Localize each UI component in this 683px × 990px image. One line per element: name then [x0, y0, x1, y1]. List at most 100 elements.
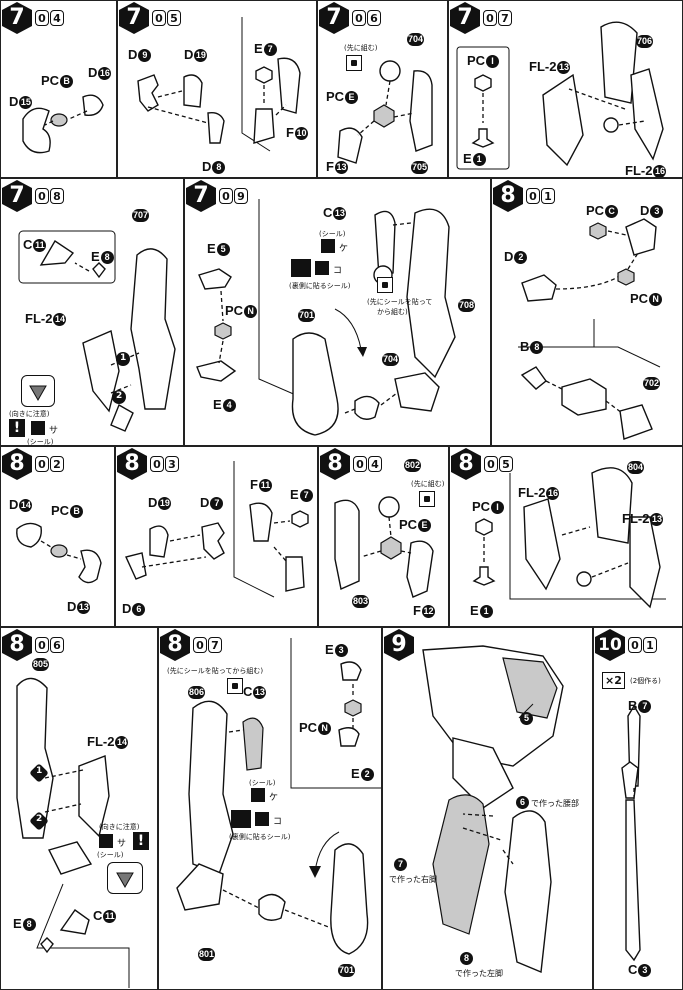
label-ref-806: 806	[188, 686, 206, 700]
sub-digit: 0	[193, 637, 207, 653]
sticker-icon	[255, 812, 269, 826]
step-main-number: 7	[126, 5, 142, 30]
step-number-hexagon: 8	[159, 628, 191, 662]
label-ref-804: 804	[627, 461, 645, 475]
label-ref-704: 704	[407, 33, 425, 47]
direction-hint-box	[107, 862, 143, 894]
caution-icon: !	[133, 832, 149, 850]
hexagon-icon	[493, 180, 523, 212]
arrow-step-2: 2	[116, 391, 123, 401]
sub-digit: 3	[165, 456, 179, 472]
step-number-hexagon: 7	[118, 1, 150, 35]
label-ref-704: 704	[382, 353, 400, 367]
hexagon-icon	[451, 448, 481, 480]
sticker-back-icon	[231, 810, 251, 828]
sub-digit: 0	[352, 10, 366, 26]
sub-digit: 0	[219, 188, 233, 204]
sub-digit: 2	[50, 456, 64, 472]
order-first-icon	[377, 277, 393, 293]
sticker-icon	[99, 834, 113, 848]
step-number-hexagon: 8	[492, 179, 524, 213]
label-ref-801: 801	[198, 948, 216, 962]
assembly-illustration	[16, 677, 130, 988]
step-main-number: 7	[9, 5, 25, 30]
sub-digit: 9	[234, 188, 248, 204]
left-leg-text: で作った左脚	[455, 969, 503, 978]
step-number-hexagon: 10	[594, 628, 626, 662]
hexagon-icon	[186, 180, 216, 212]
sticker-icon	[321, 239, 335, 253]
step-number-hexagon: 8	[1, 447, 33, 481]
hexagon-icon	[320, 448, 350, 480]
step-number-hexagon: 7	[1, 1, 33, 35]
sub-digit: 6	[50, 637, 64, 653]
assembly-illustration	[334, 496, 434, 598]
step-number-hexagon: 8	[1, 628, 33, 662]
hexagon-icon	[2, 2, 32, 34]
sticker-icon	[315, 261, 329, 275]
hexagon-icon	[319, 2, 349, 34]
step-number-hexagon: 8	[319, 447, 351, 481]
label-ref-705: 705	[411, 161, 429, 175]
note-assemble-first: (先に組む)	[344, 44, 378, 52]
label-ref-708: 708	[458, 299, 476, 313]
waist-text: で作った腰部	[531, 799, 579, 808]
order-first-icon	[346, 55, 362, 71]
sub-digit: 1	[541, 188, 555, 204]
assembly-illustration	[518, 218, 661, 440]
label-ref-805: 805	[32, 658, 50, 672]
direction-hint-box	[21, 375, 55, 407]
step-main-number: 8	[167, 632, 183, 657]
label-ref-7: 7	[393, 856, 407, 872]
sub-digit: 7	[498, 10, 512, 26]
step-main-number: 7	[9, 183, 25, 208]
hexagon-icon	[2, 448, 32, 480]
step-number-hexagon: 7	[318, 1, 350, 35]
caution-icon: !	[9, 419, 25, 437]
assembly-illustration	[472, 467, 666, 609]
sub-digit: 0	[483, 10, 497, 26]
sticker-code: サ	[49, 426, 59, 436]
sticker-ko: コ	[273, 817, 283, 827]
step-main-number: 7	[457, 5, 473, 30]
assembly-illustration	[16, 522, 102, 584]
step-number-hexagon: 7	[185, 179, 217, 213]
assembly-illustration	[22, 94, 104, 154]
assembly-illustration	[125, 461, 309, 598]
direction-icon	[116, 872, 134, 889]
assembly-illustration	[196, 199, 456, 436]
